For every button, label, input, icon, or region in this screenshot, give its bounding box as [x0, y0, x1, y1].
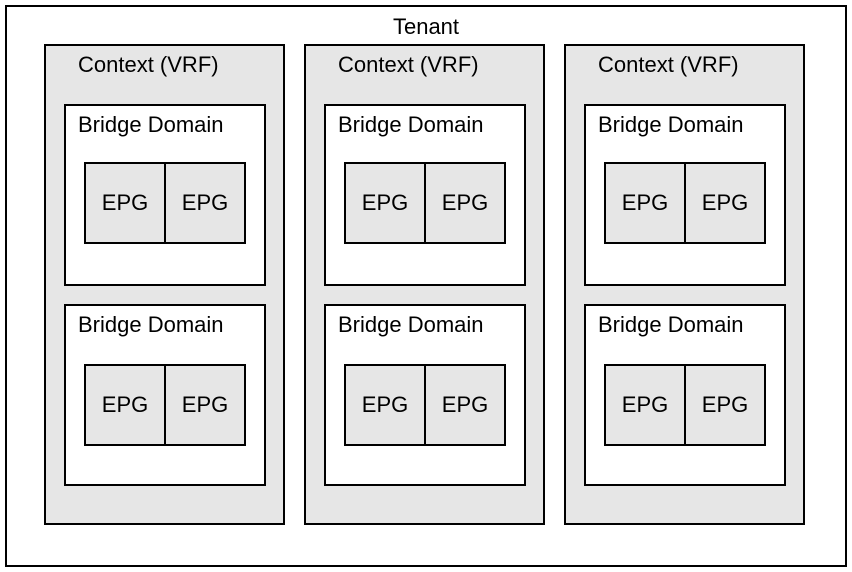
epg-box: EPG — [84, 364, 166, 446]
bridge-domain-box: Bridge Domain EPG EPG — [64, 104, 266, 286]
epg-box: EPG — [684, 162, 766, 244]
epg-box: EPG — [424, 364, 506, 446]
epg-box: EPG — [604, 162, 686, 244]
epg-box: EPG — [424, 162, 506, 244]
epg-box: EPG — [84, 162, 166, 244]
bridge-domain-label: Bridge Domain — [598, 112, 744, 137]
context-vrf-box: Context (VRF) Bridge Domain EPG EPG Brid… — [44, 44, 285, 525]
bridge-domain-box: Bridge Domain EPG EPG — [64, 304, 266, 486]
bridge-domain-box: Bridge Domain EPG EPG — [584, 104, 786, 286]
bridge-domain-label: Bridge Domain — [78, 112, 224, 137]
epg-box: EPG — [684, 364, 766, 446]
context-vrf-label: Context (VRF) — [338, 52, 479, 77]
bridge-domain-label: Bridge Domain — [78, 312, 224, 337]
bridge-domain-label: Bridge Domain — [338, 112, 484, 137]
epg-box: EPG — [164, 364, 246, 446]
bridge-domain-box: Bridge Domain EPG EPG — [324, 104, 526, 286]
context-vrf-box: Context (VRF) Bridge Domain EPG EPG Brid… — [304, 44, 545, 525]
epg-box: EPG — [344, 162, 426, 244]
bridge-domain-box: Bridge Domain EPG EPG — [584, 304, 786, 486]
bridge-domain-label: Bridge Domain — [338, 312, 484, 337]
epg-box: EPG — [344, 364, 426, 446]
tenant-label: Tenant — [392, 14, 460, 39]
context-vrf-label: Context (VRF) — [598, 52, 739, 77]
epg-box: EPG — [164, 162, 246, 244]
bridge-domain-box: Bridge Domain EPG EPG — [324, 304, 526, 486]
bridge-domain-label: Bridge Domain — [598, 312, 744, 337]
context-vrf-label: Context (VRF) — [78, 52, 219, 77]
epg-box: EPG — [604, 364, 686, 446]
context-vrf-box: Context (VRF) Bridge Domain EPG EPG Brid… — [564, 44, 805, 525]
